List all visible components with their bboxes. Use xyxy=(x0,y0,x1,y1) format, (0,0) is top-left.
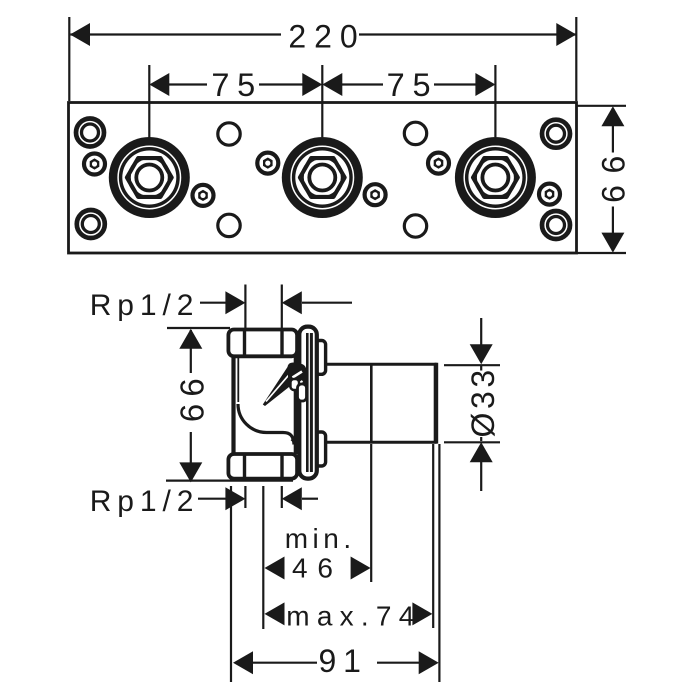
svg-text:Ø33: Ø33 xyxy=(465,370,501,438)
svg-text:Rp1/2: Rp1/2 xyxy=(90,485,194,518)
svg-text:Rp1/2: Rp1/2 xyxy=(90,289,194,322)
svg-text:220: 220 xyxy=(288,19,357,55)
